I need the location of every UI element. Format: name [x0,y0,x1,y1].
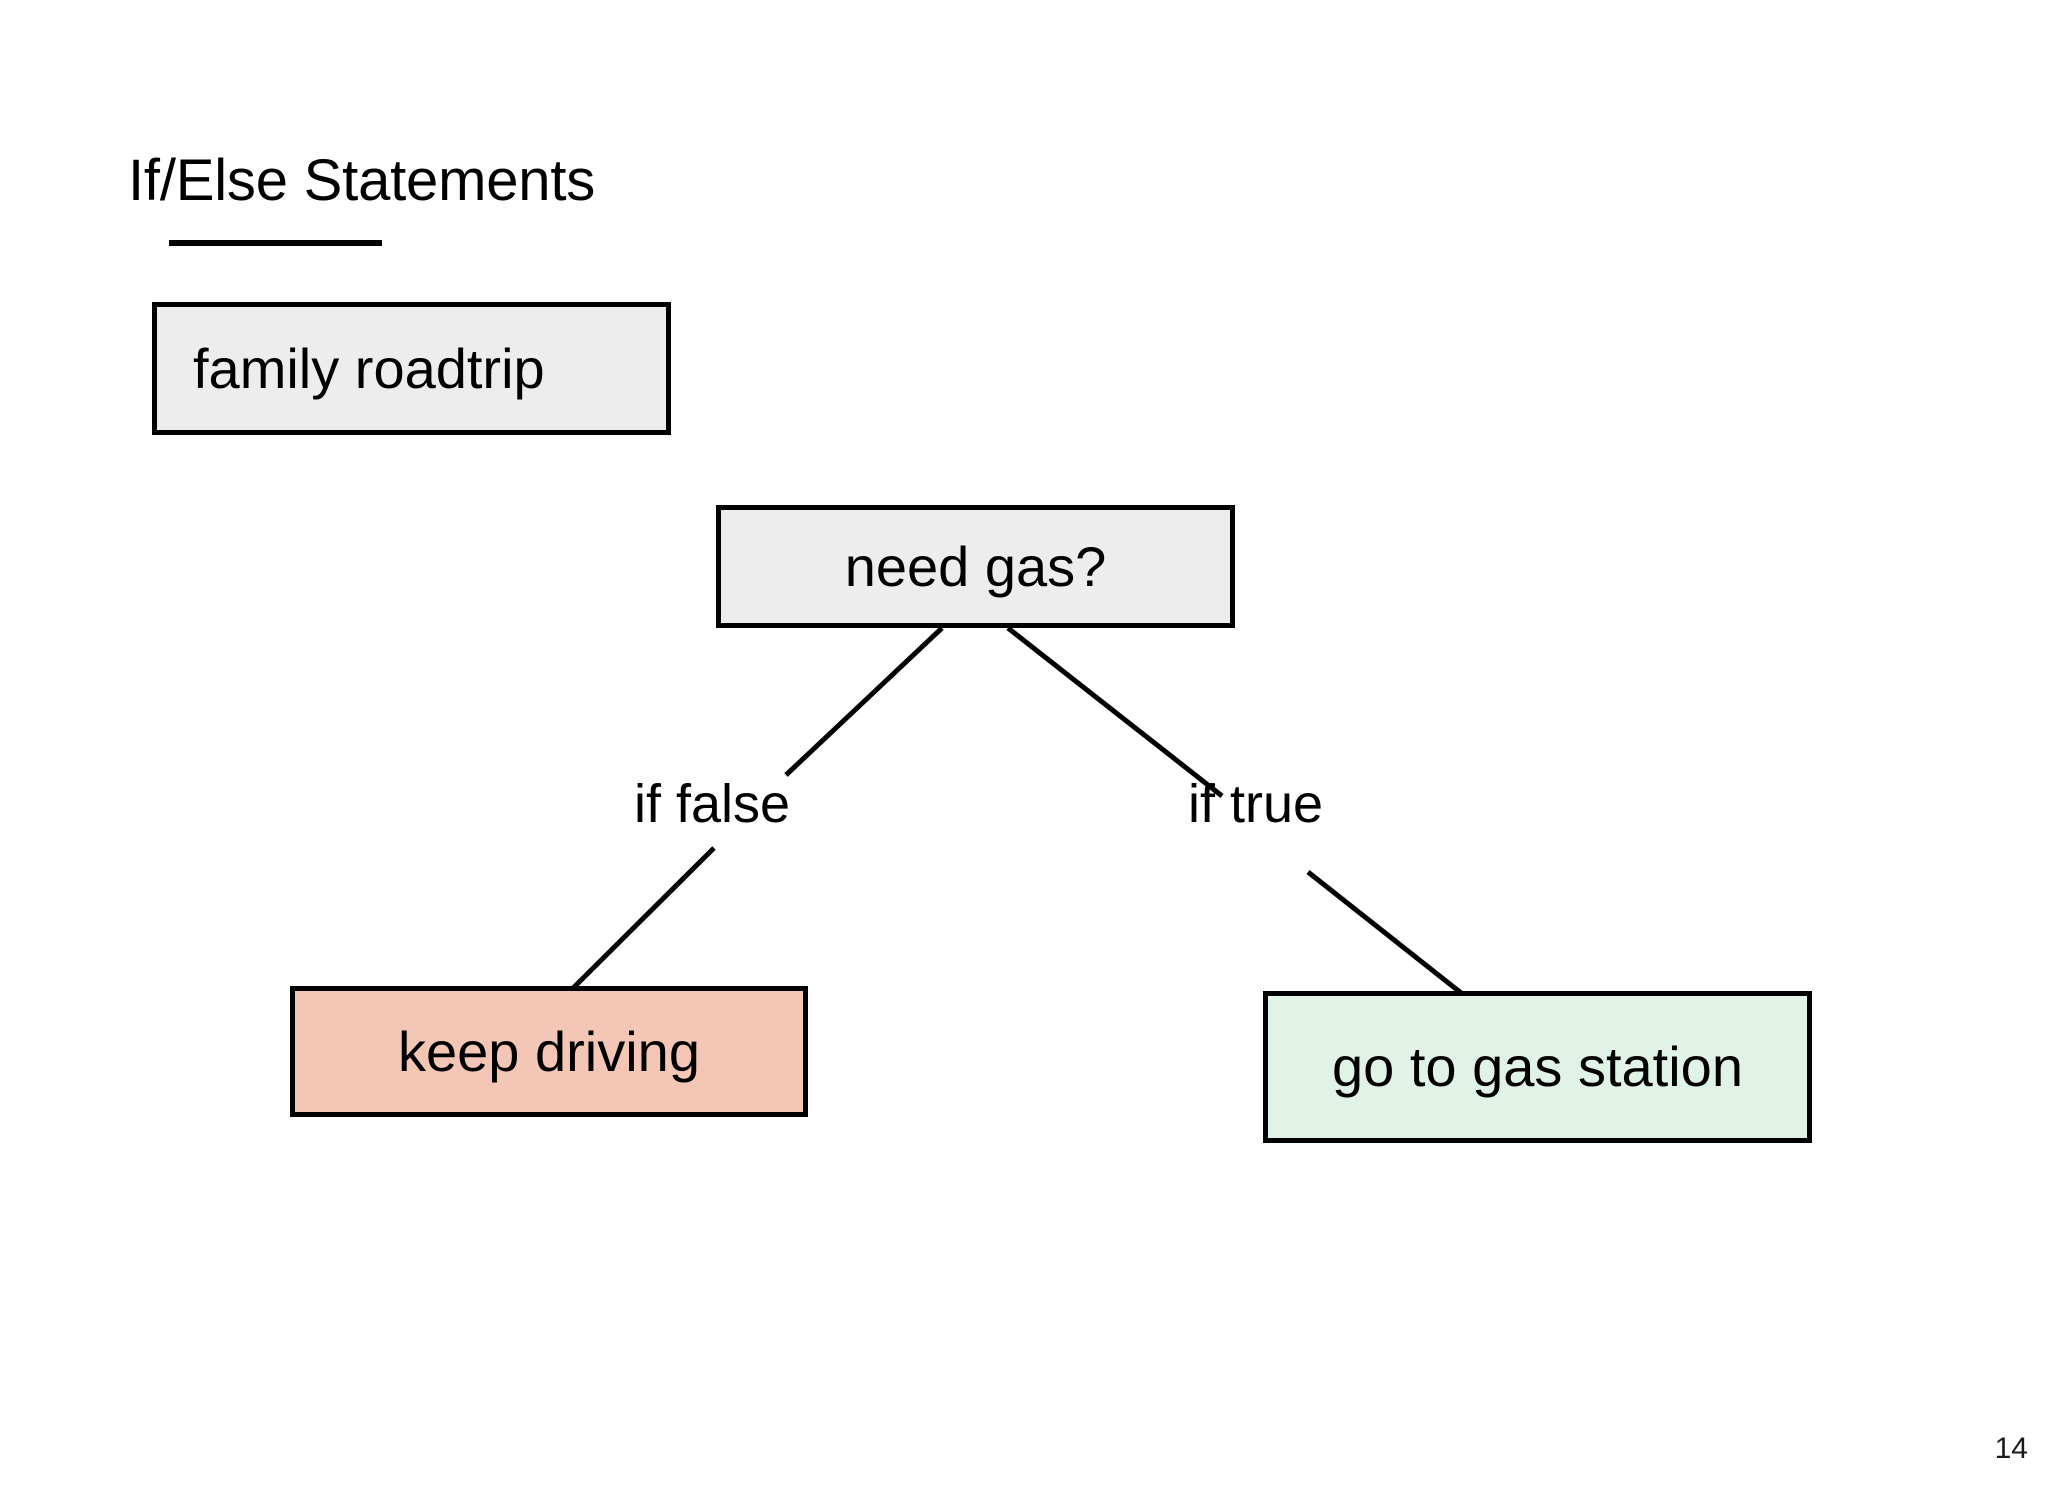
node-need-gas-label: need gas? [844,534,1107,598]
page-title: If/Else Statements [128,148,596,213]
edge-label-if-true: if true [1188,774,1324,834]
node-go-to-gas-station-label: go to gas station [1332,1035,1743,1098]
page-number: 14 [1994,1432,2028,1465]
node-family-roadtrip[interactable]: family roadtrip [152,302,671,435]
node-keep-driving-label: keep driving [398,1019,700,1083]
node-go-to-gas-station[interactable]: go to gas station [1263,991,1812,1143]
node-need-gas[interactable]: need gas? [716,505,1235,628]
edge-condition-to-false-upper [784,626,944,777]
node-keep-driving[interactable]: keep driving [290,986,808,1117]
title-underline-rule [169,240,382,246]
edge-condition-to-true-upper [1006,626,1224,798]
node-family-roadtrip-label: family roadtrip [193,336,545,400]
edge-label-if-false: if false [634,774,791,834]
